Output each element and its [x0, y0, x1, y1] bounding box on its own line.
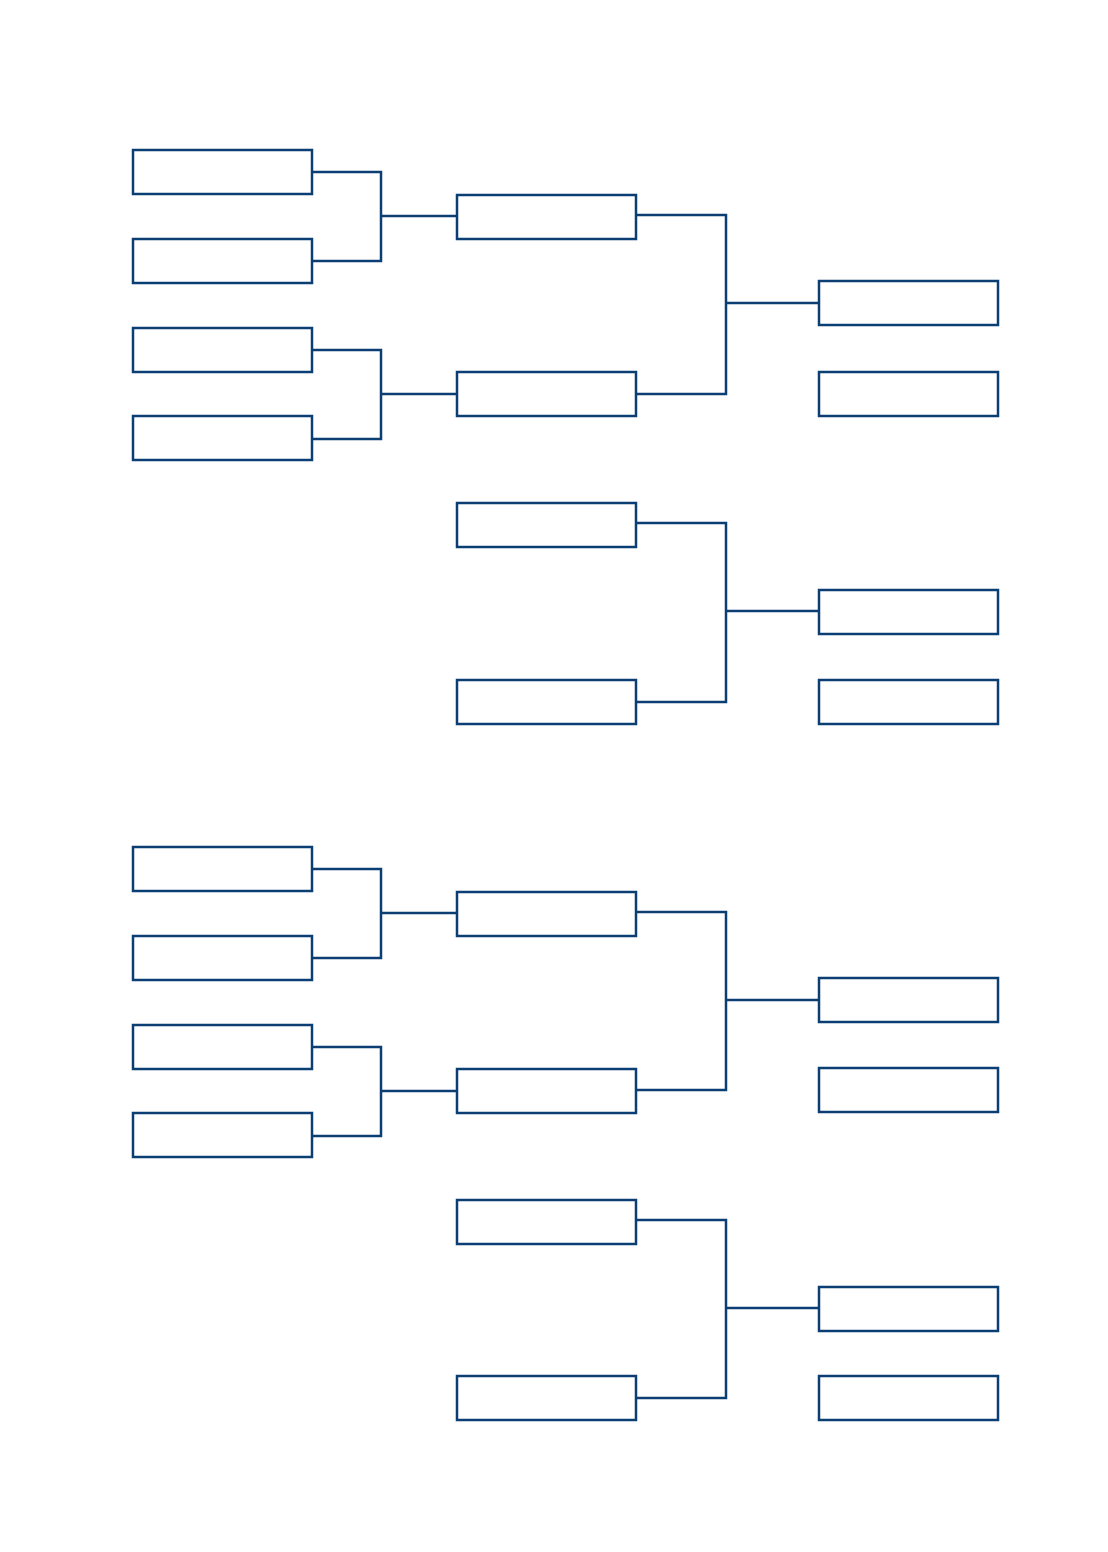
bracket-2 — [131, 845, 1000, 1422]
consolation-winner-slot[interactable] — [817, 588, 1000, 636]
round2-slot[interactable] — [455, 890, 638, 938]
round1-slot[interactable] — [131, 845, 314, 893]
round2-slot[interactable] — [455, 1067, 638, 1115]
connector-r1-top-pair — [310, 867, 459, 960]
connector-r2-pair — [634, 213, 821, 396]
consolation-entrant-slot[interactable] — [455, 678, 638, 726]
final-runner-up-slot[interactable] — [817, 370, 1000, 418]
consolation-entrant-slot[interactable] — [455, 1198, 638, 1246]
consolation-entrant-slot[interactable] — [455, 501, 638, 549]
round1-slot[interactable] — [131, 414, 314, 462]
consolation-runner-up-slot[interactable] — [817, 678, 1000, 726]
final-winner-slot[interactable] — [817, 279, 1000, 327]
consolation-entrant-slot[interactable] — [455, 1374, 638, 1422]
consolation-winner-slot[interactable] — [817, 1285, 1000, 1333]
round2-slot[interactable] — [455, 370, 638, 418]
round1-slot[interactable] — [131, 326, 314, 374]
connector-consolation-pair — [634, 521, 821, 704]
consolation-runner-up-slot[interactable] — [817, 1374, 1000, 1422]
round1-slot[interactable] — [131, 148, 314, 196]
connector-r2-pair — [634, 910, 821, 1092]
round1-slot[interactable] — [131, 237, 314, 285]
round2-slot[interactable] — [455, 193, 638, 241]
bracket-1 — [131, 148, 1000, 726]
connector-r1-bottom-pair — [310, 348, 459, 441]
connector-r1-top-pair — [310, 170, 459, 263]
final-runner-up-slot[interactable] — [817, 1066, 1000, 1114]
final-winner-slot[interactable] — [817, 976, 1000, 1024]
connector-r1-bottom-pair — [310, 1045, 459, 1138]
round1-slot[interactable] — [131, 1111, 314, 1159]
connector-consolation-pair — [634, 1218, 821, 1400]
round1-slot[interactable] — [131, 1023, 314, 1071]
round1-slot[interactable] — [131, 934, 314, 982]
